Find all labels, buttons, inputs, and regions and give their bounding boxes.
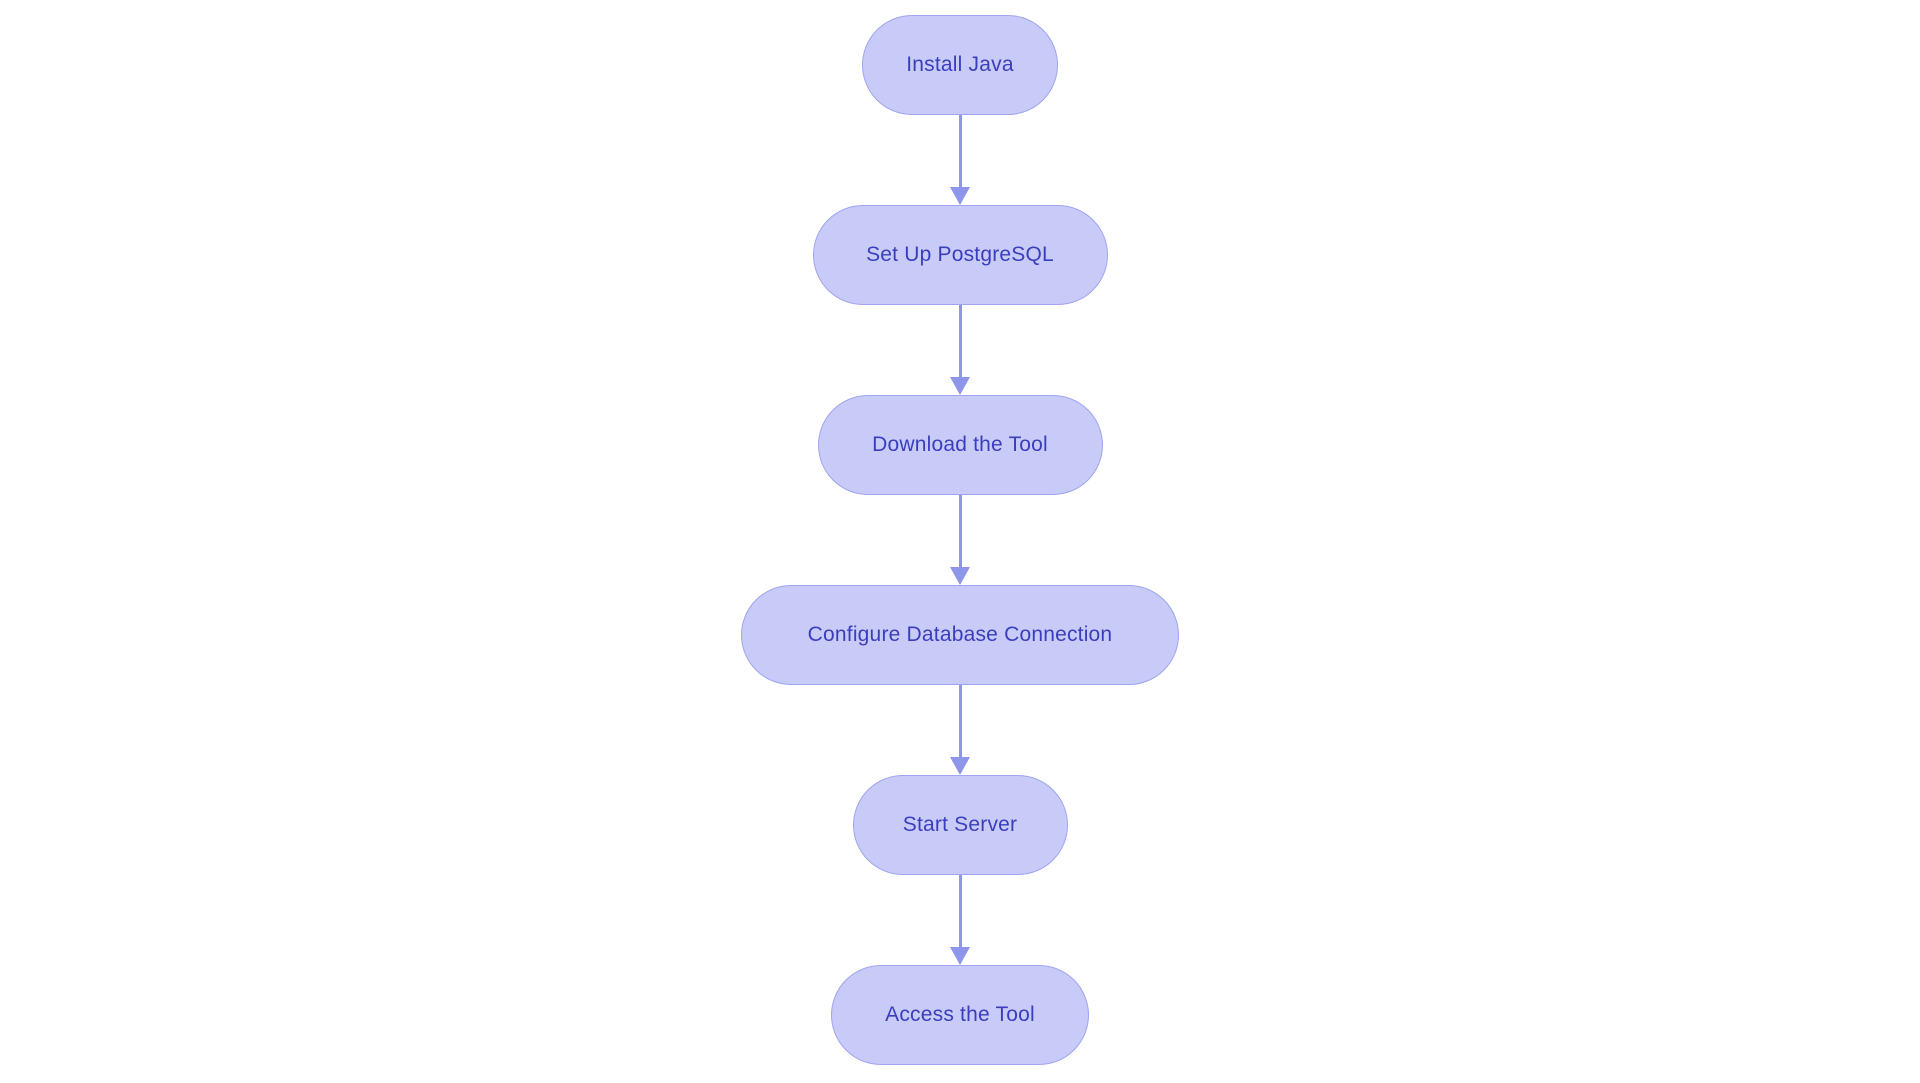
flow-node-label: Access the Tool — [885, 1003, 1035, 1026]
arrow-shaft — [958, 875, 962, 947]
flow-node-label: Start Server — [902, 813, 1018, 836]
arrow-head-icon — [950, 757, 970, 775]
flow-arrow-4 — [949, 685, 971, 775]
arrow-shaft — [958, 115, 962, 187]
arrow-head-icon — [950, 947, 970, 965]
flow-node-download-tool: Download the Tool — [817, 395, 1103, 495]
flow-node-label: Set Up PostgreSQL — [866, 243, 1054, 266]
arrow-shaft — [958, 305, 962, 377]
flow-node-install-java: Install Java — [862, 15, 1058, 115]
arrow-shaft — [958, 685, 962, 757]
flow-arrow-5 — [949, 875, 971, 965]
arrow-head-icon — [950, 187, 970, 205]
flow-node-label: Download the Tool — [872, 433, 1048, 456]
flow-arrow-3 — [949, 495, 971, 585]
flow-arrow-1 — [949, 115, 971, 205]
flow-node-setup-postgresql: Set Up PostgreSQL — [812, 205, 1108, 305]
flow-node-configure-db-connection: Configure Database Connection — [741, 585, 1179, 685]
flow-arrow-2 — [949, 305, 971, 395]
flow-node-label: Install Java — [906, 53, 1014, 76]
arrow-shaft — [958, 495, 962, 567]
arrow-head-icon — [950, 377, 970, 395]
flow-node-access-tool: Access the Tool — [831, 965, 1089, 1065]
flow-node-label: Configure Database Connection — [807, 623, 1113, 646]
flow-node-start-server: Start Server — [852, 775, 1068, 875]
arrow-head-icon — [950, 567, 970, 585]
